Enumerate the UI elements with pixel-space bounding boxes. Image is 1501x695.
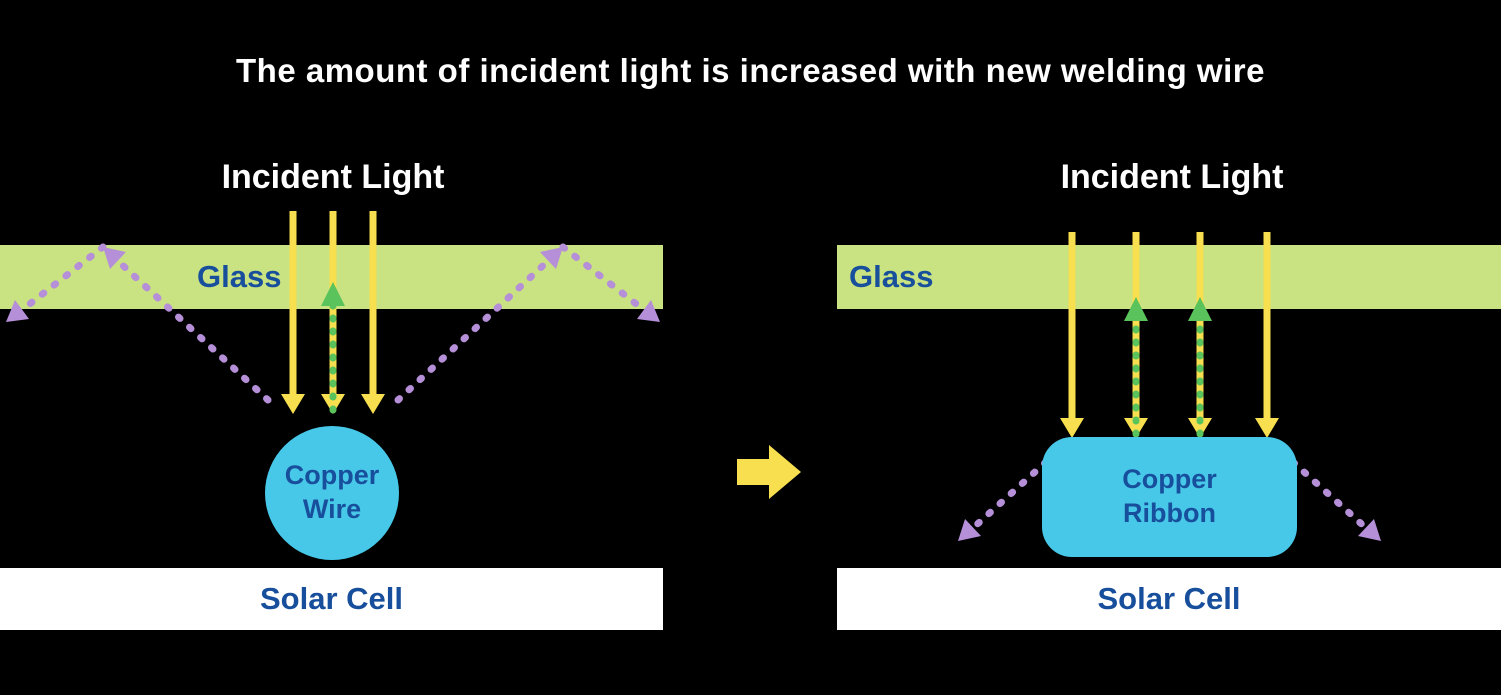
- incident-arrow-head: [1255, 418, 1279, 438]
- glass-label-right: Glass: [849, 259, 934, 294]
- solar-cell-label-left: Solar Cell: [260, 581, 403, 616]
- copper-wire-shape: Copper Wire: [265, 426, 399, 560]
- incident-arrow-head: [321, 394, 345, 414]
- lost-arrow-shaft: [969, 458, 1050, 532]
- copper-wire-label-line2: Wire: [302, 494, 362, 524]
- lost-arrow-head: [1358, 519, 1381, 541]
- copper-ribbon-label-line1: Copper: [1122, 464, 1217, 495]
- glass-bar-left: Glass: [0, 245, 663, 309]
- incident-arrow-head: [1060, 418, 1084, 438]
- solar-cell-bar-left: Solar Cell: [0, 568, 663, 630]
- solar-cell-label-right: Solar Cell: [1097, 581, 1241, 616]
- incident-light-label-left: Incident Light: [221, 158, 445, 196]
- incident-light-label-right: Incident Light: [1060, 158, 1284, 196]
- glass-label-left: Glass: [197, 259, 282, 294]
- copper-ribbon-shape: Copper Ribbon: [1042, 437, 1297, 557]
- lost-arrow-head: [958, 519, 981, 541]
- incident-arrow-head: [281, 394, 305, 414]
- incident-arrow-head: [1188, 418, 1212, 438]
- lost-arrow-shaft: [1289, 458, 1370, 532]
- transition-arrow-icon: [737, 445, 801, 499]
- reflected-light-arrows-right: [1124, 297, 1212, 438]
- diagram-title: The amount of incident light is increase…: [236, 52, 1265, 89]
- incident-arrow-head: [1124, 418, 1148, 438]
- incident-arrow-head: [361, 394, 385, 414]
- copper-ribbon-label-line2: Ribbon: [1123, 498, 1216, 528]
- glass-bar-right: Glass: [837, 245, 1501, 309]
- solar-cell-bar-right: Solar Cell: [837, 568, 1501, 630]
- copper-wire-label-line1: Copper: [284, 460, 380, 491]
- incident-light-arrows-left: [281, 211, 385, 414]
